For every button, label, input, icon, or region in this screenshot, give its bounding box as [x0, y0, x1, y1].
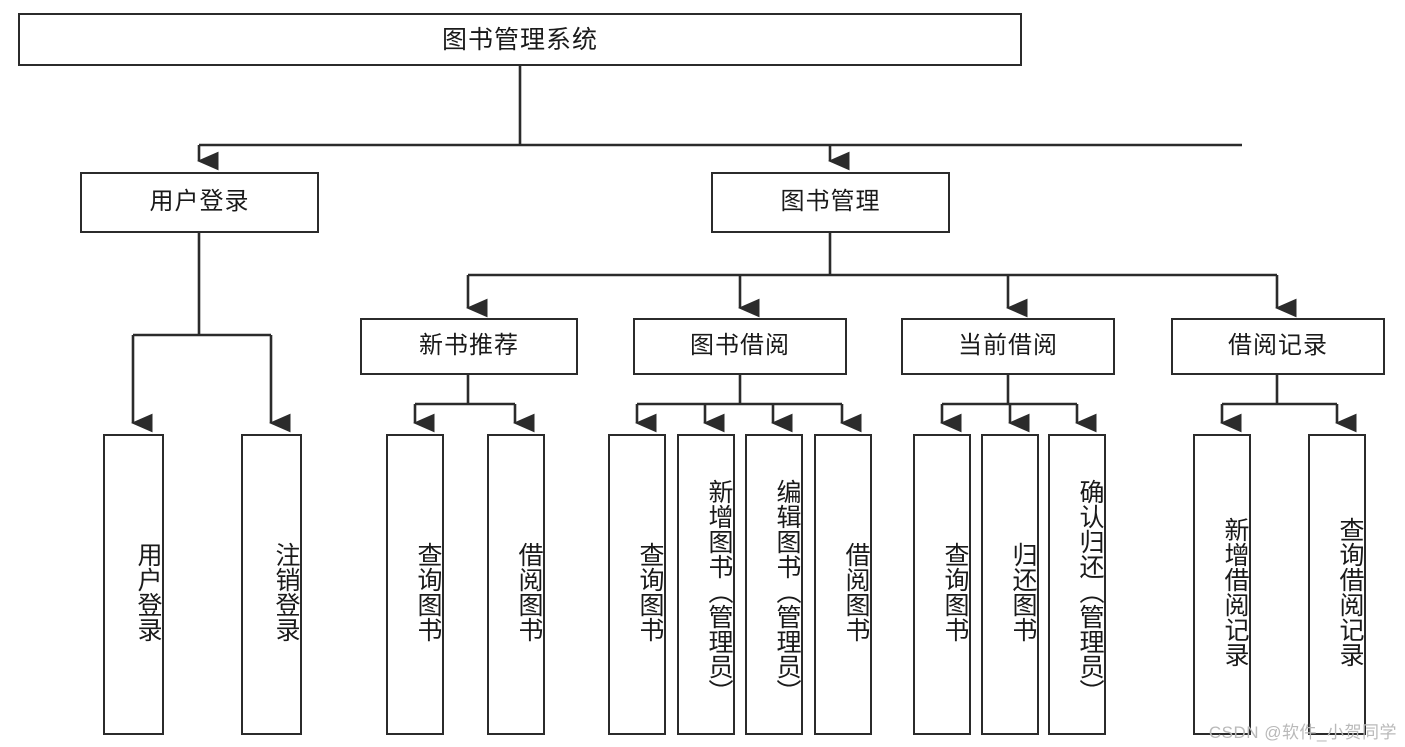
leaf-query-book-3[interactable]: 查询图书 [913, 434, 971, 735]
leaf-query-book-2-label: 查询图书 [636, 541, 664, 642]
leaf-logout-login-label: 注销登录 [272, 541, 300, 642]
leaf-return-book[interactable]: 归还图书 [981, 434, 1039, 735]
leaf-query-book-3-label: 查询图书 [941, 541, 969, 642]
node-borrow-record[interactable]: 借阅记录 [1171, 318, 1385, 375]
leaf-query-book-2[interactable]: 查询图书 [608, 434, 666, 735]
leaf-edit-book[interactable]: 编辑图书（管理员） [745, 434, 803, 735]
leaf-borrow-book-1[interactable]: 借阅图书 [487, 434, 545, 735]
leaf-borrow-book-2[interactable]: 借阅图书 [814, 434, 872, 735]
leaf-query-book-1-label: 查询图书 [414, 541, 442, 642]
leaf-add-book[interactable]: 新增图书（管理员） [677, 434, 735, 735]
leaf-query-record[interactable]: 查询借阅记录 [1308, 434, 1366, 735]
leaf-logout-login[interactable]: 注销登录 [241, 434, 302, 735]
leaf-user-login-label: 用户登录 [134, 541, 162, 642]
leaf-query-record-label: 查询借阅记录 [1336, 516, 1364, 667]
node-new-book-recommend[interactable]: 新书推荐 [360, 318, 578, 375]
leaf-confirm-return-label: 确认归还（管理员） [1076, 479, 1104, 704]
leaf-add-record-label: 新增借阅记录 [1221, 516, 1249, 667]
leaf-user-login[interactable]: 用户登录 [103, 434, 164, 735]
node-book-management[interactable]: 图书管理 [711, 172, 950, 233]
leaf-add-book-label: 新增图书（管理员） [705, 479, 733, 704]
leaf-confirm-return[interactable]: 确认归还（管理员） [1048, 434, 1106, 735]
leaf-borrow-book-1-label: 借阅图书 [515, 541, 543, 642]
node-book-borrow[interactable]: 图书借阅 [633, 318, 847, 375]
node-root-book-management-system[interactable]: 图书管理系统 [18, 13, 1022, 66]
leaf-query-book-1[interactable]: 查询图书 [386, 434, 444, 735]
leaf-edit-book-label: 编辑图书（管理员） [773, 479, 801, 704]
leaf-return-book-label: 归还图书 [1009, 541, 1037, 642]
node-current-borrow[interactable]: 当前借阅 [901, 318, 1115, 375]
node-user-login[interactable]: 用户登录 [80, 172, 319, 233]
leaf-borrow-book-2-label: 借阅图书 [842, 541, 870, 642]
leaf-add-record[interactable]: 新增借阅记录 [1193, 434, 1251, 735]
